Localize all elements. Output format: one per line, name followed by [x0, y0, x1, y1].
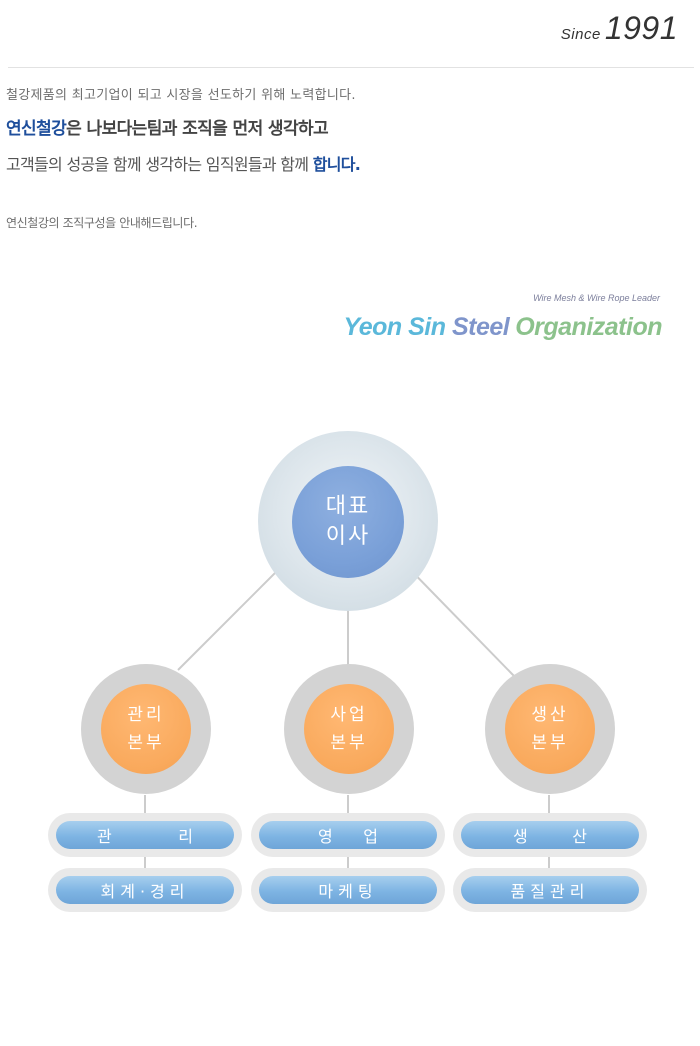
division-label-2: 본부 — [531, 733, 569, 753]
team-marketing: 마케팅 — [259, 876, 437, 904]
team-accounting: 회계·경리 — [56, 876, 234, 904]
company-name-highlight: 연신철강 — [6, 119, 67, 139]
division-label-1: 생산 — [531, 705, 569, 725]
org-tagline: Wire Mesh & Wire Rope Leader — [533, 293, 660, 303]
ceo-label-2: 이사 — [325, 524, 371, 549]
ceo-node: 대표 이사 — [292, 466, 404, 578]
division-label-1: 사업 — [330, 705, 368, 725]
division-node-management: 관리 본부 — [101, 684, 191, 774]
division-label-1: 관리 — [127, 705, 165, 725]
team-label-right: 리 — [178, 827, 193, 846]
division-label-2: 본부 — [330, 733, 368, 753]
team-label-right: 산 — [572, 827, 587, 846]
team-label: 마케팅 — [318, 882, 378, 901]
team-label: 회계·경리 — [100, 882, 190, 901]
division-node-production: 생산 본부 — [505, 684, 595, 774]
since-word: Since — [560, 26, 601, 43]
intro-line-3-text: 고객들의 성공을 함께 생각하는 임직원들과 함께 — [6, 155, 313, 174]
ceo-label-1: 대표 — [325, 494, 371, 519]
team-label-left: 관 — [97, 827, 112, 846]
team-label-right: 업 — [363, 827, 378, 846]
division-label-2: 본부 — [127, 733, 165, 753]
intro-line-1: 철강제품의 최고기업이 되고 시장을 선도하기 위해 노력합니다. — [6, 88, 356, 103]
header-divider — [8, 67, 694, 68]
intro-line-2-text: 은 나보다는팀과 조직을 먼저 생각하고 — [66, 119, 329, 139]
team-accounting-wrap: 회계·경리 — [48, 868, 242, 912]
intro-line-3: 고객들의 성공을 함께 생각하는 임직원들과 함께 합니다. — [6, 151, 361, 175]
division-node-business: 사업 본부 — [304, 684, 394, 774]
organization-guide-text: 연신철강의 조직구성을 안내해드립니다. — [6, 216, 198, 230]
org-title-part-1: Yeon Sin — [343, 313, 446, 341]
since-year: 1991 — [604, 10, 678, 46]
intro-line-2: 연신철강은 나보다는팀과 조직을 먼저 생각하고 — [6, 114, 329, 139]
team-label-left: 영 — [318, 827, 333, 846]
team-quality: 품질관리 — [461, 876, 639, 904]
org-title-part-3: Organization — [515, 313, 662, 341]
team-label-left: 생 — [513, 827, 528, 846]
team-label: 품질관리 — [510, 882, 590, 901]
org-title-part-2: Steel — [445, 313, 510, 341]
team-marketing-wrap: 마케팅 — [251, 868, 445, 912]
intro-line-3-highlight: 합니다. — [312, 155, 361, 174]
team-quality-wrap: 품질관리 — [453, 868, 647, 912]
